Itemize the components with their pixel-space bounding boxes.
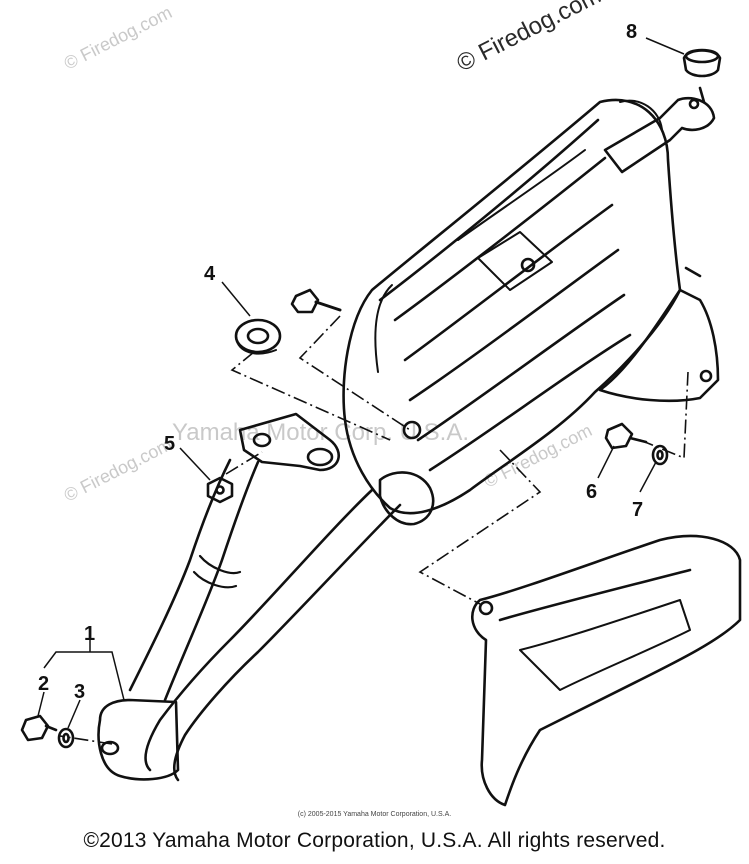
callout-5: 5 xyxy=(164,433,175,455)
bolt-6 xyxy=(604,422,648,450)
callout-7: 7 xyxy=(632,499,643,521)
washer-7 xyxy=(651,444,669,466)
callout-4: 4 xyxy=(204,263,216,285)
small-copyright: (c) 2005-2015 Yamaha Motor Corporation, … xyxy=(297,811,452,818)
callout-3: 3 xyxy=(74,681,85,703)
watermark-mid-right: © Firedog.com xyxy=(481,420,595,492)
washer-3 xyxy=(57,727,75,749)
callout-8: 8 xyxy=(626,21,637,43)
gasket-4 xyxy=(234,318,282,355)
frame-bracket xyxy=(471,534,742,807)
callout-6: 6 xyxy=(586,481,597,503)
assembly-lines xyxy=(59,315,689,745)
watermark-top-left: © Firedog.com xyxy=(61,2,175,74)
watermark-mid-left: © Firedog.com xyxy=(61,434,175,506)
bolt-top xyxy=(290,288,342,314)
exhaust-pipe xyxy=(97,412,402,782)
callout-2: 2 xyxy=(38,673,49,695)
leader-lines xyxy=(37,37,685,729)
tail-pipe xyxy=(603,86,716,174)
grommet-8 xyxy=(682,48,722,78)
muffler xyxy=(342,98,682,515)
watermark-top-right: © Firedog.com xyxy=(452,0,605,77)
callout-1: 1 xyxy=(84,623,95,645)
main-copyright: ©2013 Yamaha Motor Corporation, U.S.A. A… xyxy=(83,829,666,852)
nut-5 xyxy=(206,476,234,504)
bolt-2 xyxy=(20,714,58,742)
muffler-mount-bracket xyxy=(598,266,720,403)
